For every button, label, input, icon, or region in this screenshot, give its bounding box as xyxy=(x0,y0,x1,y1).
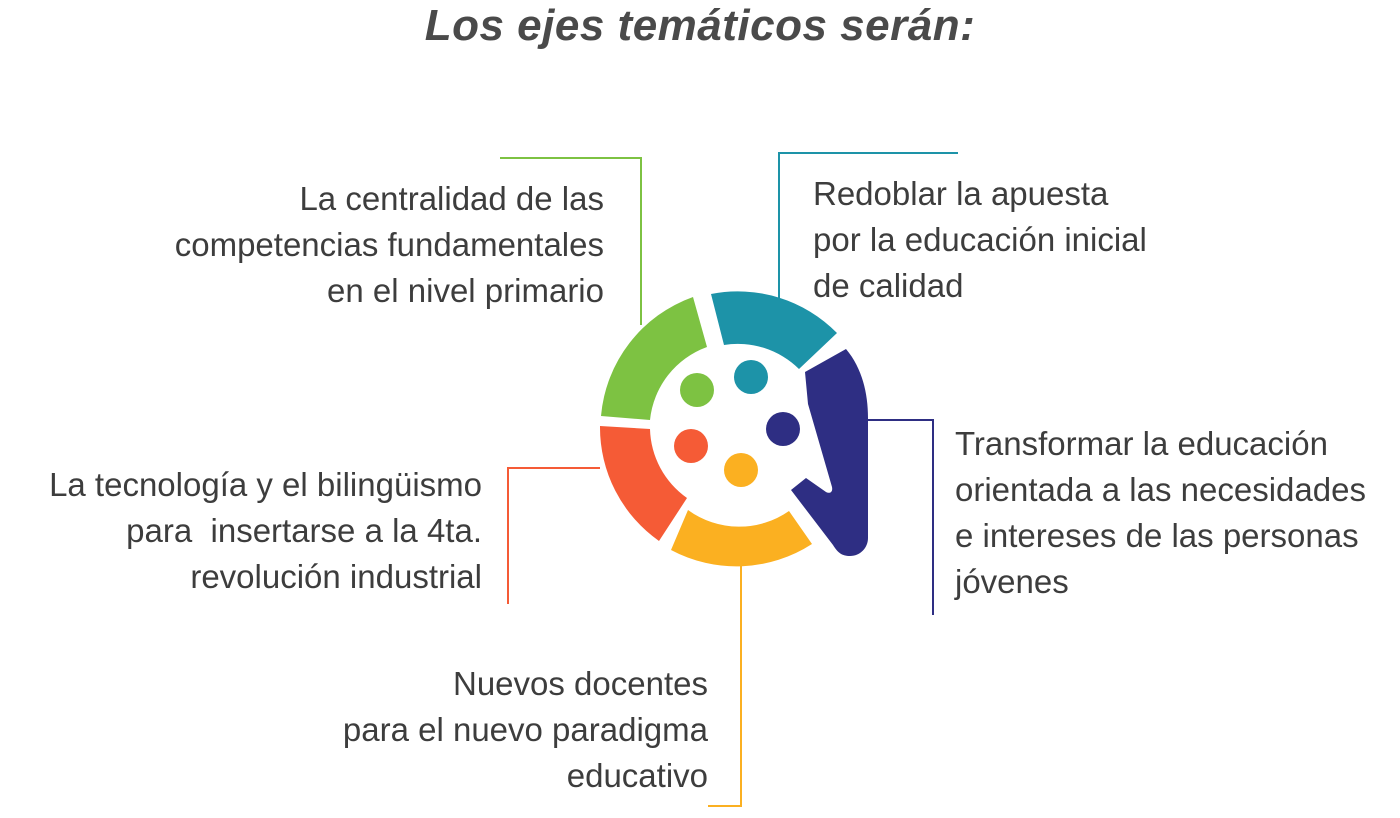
theme-label-line: Redoblar la apuesta xyxy=(813,175,1109,212)
theme-label-line: por la educación inicial xyxy=(813,221,1147,258)
theme-label-line: La centralidad de las xyxy=(299,180,604,217)
theme-label-teal: Redoblar la apuesta por la educación ini… xyxy=(813,171,1147,309)
dot-orange xyxy=(674,429,708,463)
dot-teal xyxy=(734,360,768,394)
theme-label-line: para insertarse a la 4ta. xyxy=(126,512,482,549)
theme-label-line: Transformar la educación xyxy=(955,425,1328,462)
theme-label-line: e intereses de las personas xyxy=(955,517,1359,554)
theme-label-orange: La tecnología y el bilingüismo para inse… xyxy=(49,462,482,600)
ring-segment-teal xyxy=(711,291,837,369)
connector-yellow xyxy=(708,560,742,807)
connector-green xyxy=(500,157,642,325)
theme-label-line: revolución industrial xyxy=(190,558,482,595)
theme-label-green: La centralidad de las competencias funda… xyxy=(175,176,604,314)
ring-segment-yellow xyxy=(671,510,812,567)
theme-label-line: educativo xyxy=(566,757,708,794)
connector-orange xyxy=(507,467,600,604)
theme-label-line: La tecnología y el bilingüismo xyxy=(49,466,482,503)
connector-navy xyxy=(868,419,934,615)
theme-label-line: en el nivel primario xyxy=(327,272,604,309)
theme-label-navy: Transformar la educación orientada a las… xyxy=(955,421,1366,605)
theme-label-line: de calidad xyxy=(813,267,964,304)
dot-green xyxy=(680,373,714,407)
ring-segment-navy xyxy=(791,349,868,556)
theme-label-line: para el nuevo paradigma xyxy=(342,711,708,748)
dot-navy xyxy=(766,412,800,446)
theme-label-yellow: Nuevos docentes para el nuevo paradigma … xyxy=(343,661,708,799)
dot-yellow xyxy=(724,453,758,487)
ring-segment-green xyxy=(601,297,707,420)
connector-teal xyxy=(778,152,958,300)
theme-label-line: competencias fundamentales xyxy=(174,226,604,263)
theme-label-line: jóvenes xyxy=(955,563,1069,600)
theme-label-line: orientada a las necesidades xyxy=(955,471,1366,508)
ring-segment-orange xyxy=(599,426,687,541)
page-title: Los ejes temáticos serán: xyxy=(424,1,976,50)
theme-label-line: Nuevos docentes xyxy=(453,665,708,702)
